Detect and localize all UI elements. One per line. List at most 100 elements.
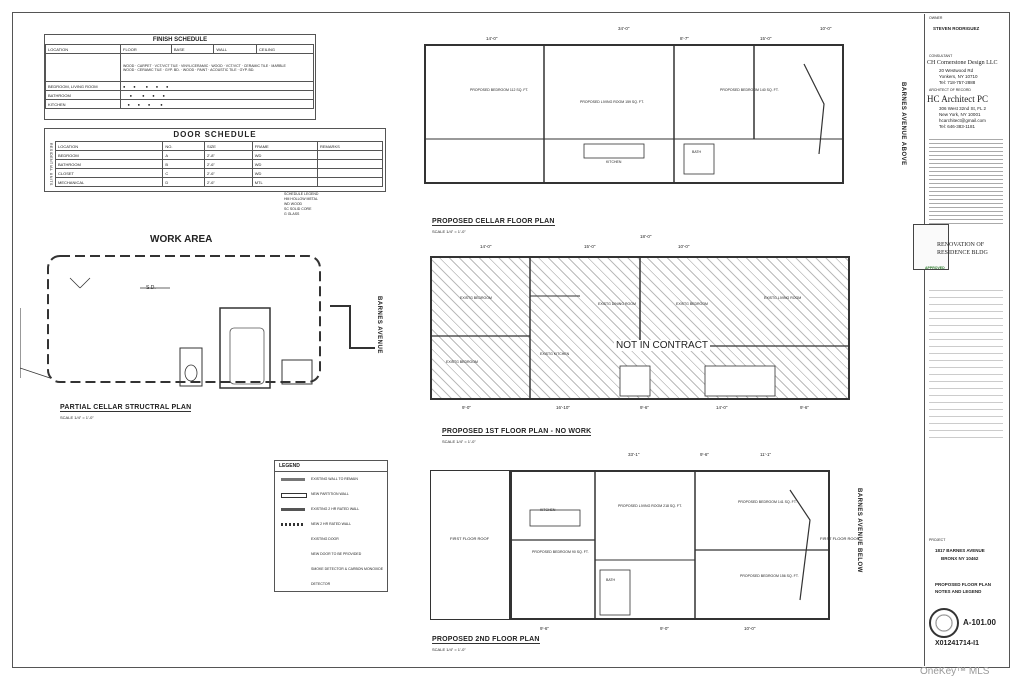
ds-legend-item: SCHEDULE LEGEND [284, 192, 319, 196]
ds-header: REMARKS [317, 141, 383, 151]
project-title: RENOVATION OF [937, 242, 985, 248]
ds-legend-item: WD WOOD [284, 202, 303, 206]
project-title: RESIDENCE BLDG [937, 250, 988, 256]
fs-subheader: CERAMIC TILE [137, 67, 162, 72]
ds-cell: B [162, 159, 205, 169]
cellar-plan-walls [424, 44, 844, 184]
work-area-street-label: BARNES AVENUE [376, 296, 382, 354]
first-room: EXISTG KITCHEN [540, 352, 570, 356]
finish-schedule: FINISH SCHEDULE LOCATION FLOOR BASE WALL… [44, 34, 316, 120]
drawing-sheet [12, 12, 1010, 668]
ds-cell: C [162, 168, 205, 178]
consultant-addr: 20 Westwood Rd [939, 68, 974, 73]
ds-header: NO. [162, 141, 205, 151]
cellar-dim: 10'-0" [820, 26, 832, 31]
first-dim: 14'-0" [480, 244, 492, 249]
owner-label: OWNER [929, 16, 943, 20]
ds-cell: 2'-6" [203, 168, 253, 178]
not-in-contract-stamp: NOT IN CONTRACT [614, 340, 711, 351]
second-dim: 11'-1" [760, 452, 772, 457]
second-plan-title: PROPOSED 2ND FLOOR PLAN [432, 636, 540, 644]
first-room: EXISTG BEDROOM [446, 360, 478, 364]
fs-header: FLOOR [120, 44, 172, 54]
cellar-dim: 34'-0" [618, 26, 630, 31]
fs-subheader: WOOD [123, 67, 135, 72]
fs-header: CEILING [256, 44, 314, 54]
fs-subheader: WOOD [182, 67, 195, 72]
legend-item: SMOKE DETECTOR & CARBON MONOXIDE DETECTO… [311, 567, 384, 586]
fs-subheader: ACOUSTIC TILE [210, 67, 237, 72]
work-area-plan [20, 255, 375, 389]
first-plan-scale: SCALE 1/4" = 1'-0" [442, 439, 476, 444]
cellar-room: BATH [692, 150, 702, 154]
ds-cell: WD [251, 168, 319, 178]
legend-item: EXISTING WALL TO REMAIN [311, 477, 358, 481]
project-label: PROJECT [929, 538, 946, 542]
first-room: EXISTG DINING ROOM [598, 302, 636, 306]
legend-item: NEW PARTITION WALL [311, 492, 349, 496]
architect-addr: 306 West 32nd St, FL 2 [939, 106, 987, 111]
second-dim: 10'-0" [744, 626, 756, 631]
fs-subheader: VINYL/CERAMIC [181, 63, 209, 68]
architect-addr: New York, NY 10001 [939, 112, 981, 117]
ds-legend-item: SC SOLID CORE [284, 207, 312, 211]
finish-schedule-title: FINISH SCHEDULE [152, 37, 208, 43]
fs-subheader: CERAMIC TILE [243, 63, 269, 68]
door-schedule-table: LOCATION NO. SIZE FRAME REMARKS BEDROOM … [54, 141, 383, 187]
legend-item: EXISTING 2 HR RATED WALL [311, 507, 360, 511]
first-dim: 9'-6" [640, 405, 649, 410]
cellar-dim: 8'-7" [680, 36, 689, 41]
first-plan-title: PROPOSED 1ST FLOOR PLAN - NO WORK [442, 428, 592, 436]
fs-subheader: VCT/VCT TILE [154, 63, 178, 68]
consultant-addr: Tel: 718-757-2888 [939, 80, 976, 85]
ds-cell: CLOSET [54, 168, 164, 178]
ds-header: LOCATION [54, 141, 164, 151]
fs-subheader: GYP. BD. [239, 67, 255, 72]
ds-cell: WD [251, 150, 319, 160]
second-dim: 33'-1" [628, 452, 640, 457]
second-roof-right-label: FIRST FLOOR ROOF [820, 536, 860, 541]
consultant-addr: Yonkers, NY 10710 [939, 74, 978, 79]
approval-stamp-icon [913, 224, 949, 270]
legend-swatch [281, 493, 307, 498]
door-schedule-title: DOOR SCHEDULE [173, 130, 257, 139]
legend-item: NEW 2 HR RATED WALL [311, 522, 352, 526]
legend-item: NEW DOOR TO BE PROVIDED [311, 552, 362, 556]
fs-subheader: WOOD [123, 63, 135, 68]
first-dim: 15'-0" [584, 244, 596, 249]
legend-swatch [281, 523, 305, 526]
first-dim: 9'-0" [462, 405, 471, 410]
second-roof-left-label: FIRST FLOOR ROOF [450, 536, 490, 541]
cellar-plan-scale: SCALE 1/4" = 1'-0" [432, 229, 466, 234]
second-room: PROPOSED BEDROOM 156 SQ. FT. [740, 574, 799, 578]
cellar-room: PROPOSED BEDROOM 140 SQ. FT. [720, 88, 779, 92]
ds-cell: 2'-8" [203, 150, 253, 160]
ds-cell: 2'-6" [203, 177, 253, 187]
second-plan-walls [510, 470, 830, 620]
second-room: PROPOSED LIVING ROOM 218 SQ. FT. [618, 504, 682, 508]
smoke-detector-note: S.D. [146, 285, 156, 291]
work-area-plan-label: PARTIAL CELLAR STRUCTRAL PLAN [60, 404, 192, 412]
fs-header: LOCATION [45, 44, 121, 54]
first-room: EXISTG BEDROOM [676, 302, 708, 306]
fs-header: WALL [213, 44, 258, 54]
door-schedule-legend: SCHEDULE LEGEND HM HOLLOW METAL WD WOOD … [284, 192, 318, 217]
legend-item: EXISTING DOOR [311, 537, 339, 541]
sheet-title: NOTES AND LEGEND [935, 589, 982, 594]
ds-cell: BEDROOM [54, 150, 164, 160]
consultant-label: CONSULTANT [929, 54, 953, 58]
ds-cell: A [162, 150, 205, 160]
job-number: X01241714-I1 [935, 640, 979, 647]
second-plan-scale: SCALE 1/4" = 1'-0" [432, 647, 466, 652]
first-room: EXISTG LIVING ROOM [764, 296, 802, 300]
approved-label: APPROVED [925, 266, 945, 270]
fs-row-label: BATHROOM [45, 90, 121, 100]
first-plan-walls [430, 256, 850, 400]
door-schedule-side-label: RESIDENTIAL UNITS [49, 143, 53, 186]
fs-header: BASE [170, 44, 215, 54]
fs-subheader: MARBLE [271, 63, 286, 68]
ds-cell: BATHROOM [54, 159, 164, 169]
fs-subheader: VCT/VCT [225, 63, 241, 68]
legend-title: LEGEND [275, 461, 387, 472]
first-dim: 16'-10" [556, 405, 570, 410]
